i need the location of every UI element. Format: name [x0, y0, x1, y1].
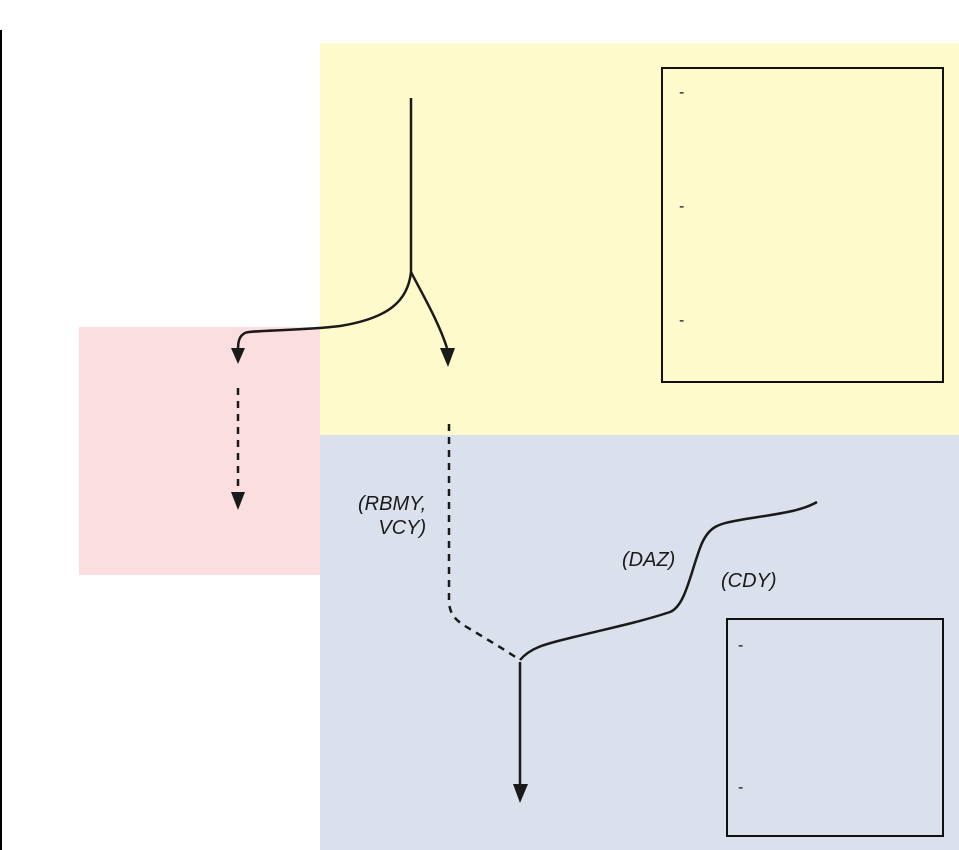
- left-branch-arrowhead: [231, 348, 245, 364]
- descending-arrowhead: [513, 784, 528, 803]
- top-box-item-2: -: [679, 198, 685, 215]
- right-branch-arrowhead: [440, 348, 455, 367]
- bottom-legend-box: - -: [726, 618, 944, 837]
- rbmy-label-line2: VCY): [378, 517, 427, 539]
- right-branch-line: [409, 271, 449, 349]
- rbmy-vcy-label: (RBMY, VCY): [358, 492, 426, 540]
- cdy-label: (CDY): [721, 570, 777, 592]
- blue-zone: [320, 435, 959, 850]
- rbmy-label-line1: (RBMY,: [358, 493, 427, 515]
- top-box-item-3: -: [679, 312, 685, 329]
- rising-curve: [519, 500, 818, 661]
- bottom-box-item-1: -: [738, 637, 744, 654]
- bottom-box-item-2: -: [738, 779, 744, 796]
- pink-dashed-arrowhead: [231, 492, 245, 510]
- daz-label: (DAZ): [622, 549, 676, 571]
- top-legend-box: - - -: [661, 67, 944, 383]
- left-branch-line: [236, 271, 413, 351]
- left-border-rule: [0, 30, 2, 850]
- yellow-zone: [320, 43, 959, 435]
- pink-zone: [79, 327, 320, 575]
- blue-dashed-line: [447, 424, 521, 662]
- top-box-item-1: -: [679, 84, 685, 101]
